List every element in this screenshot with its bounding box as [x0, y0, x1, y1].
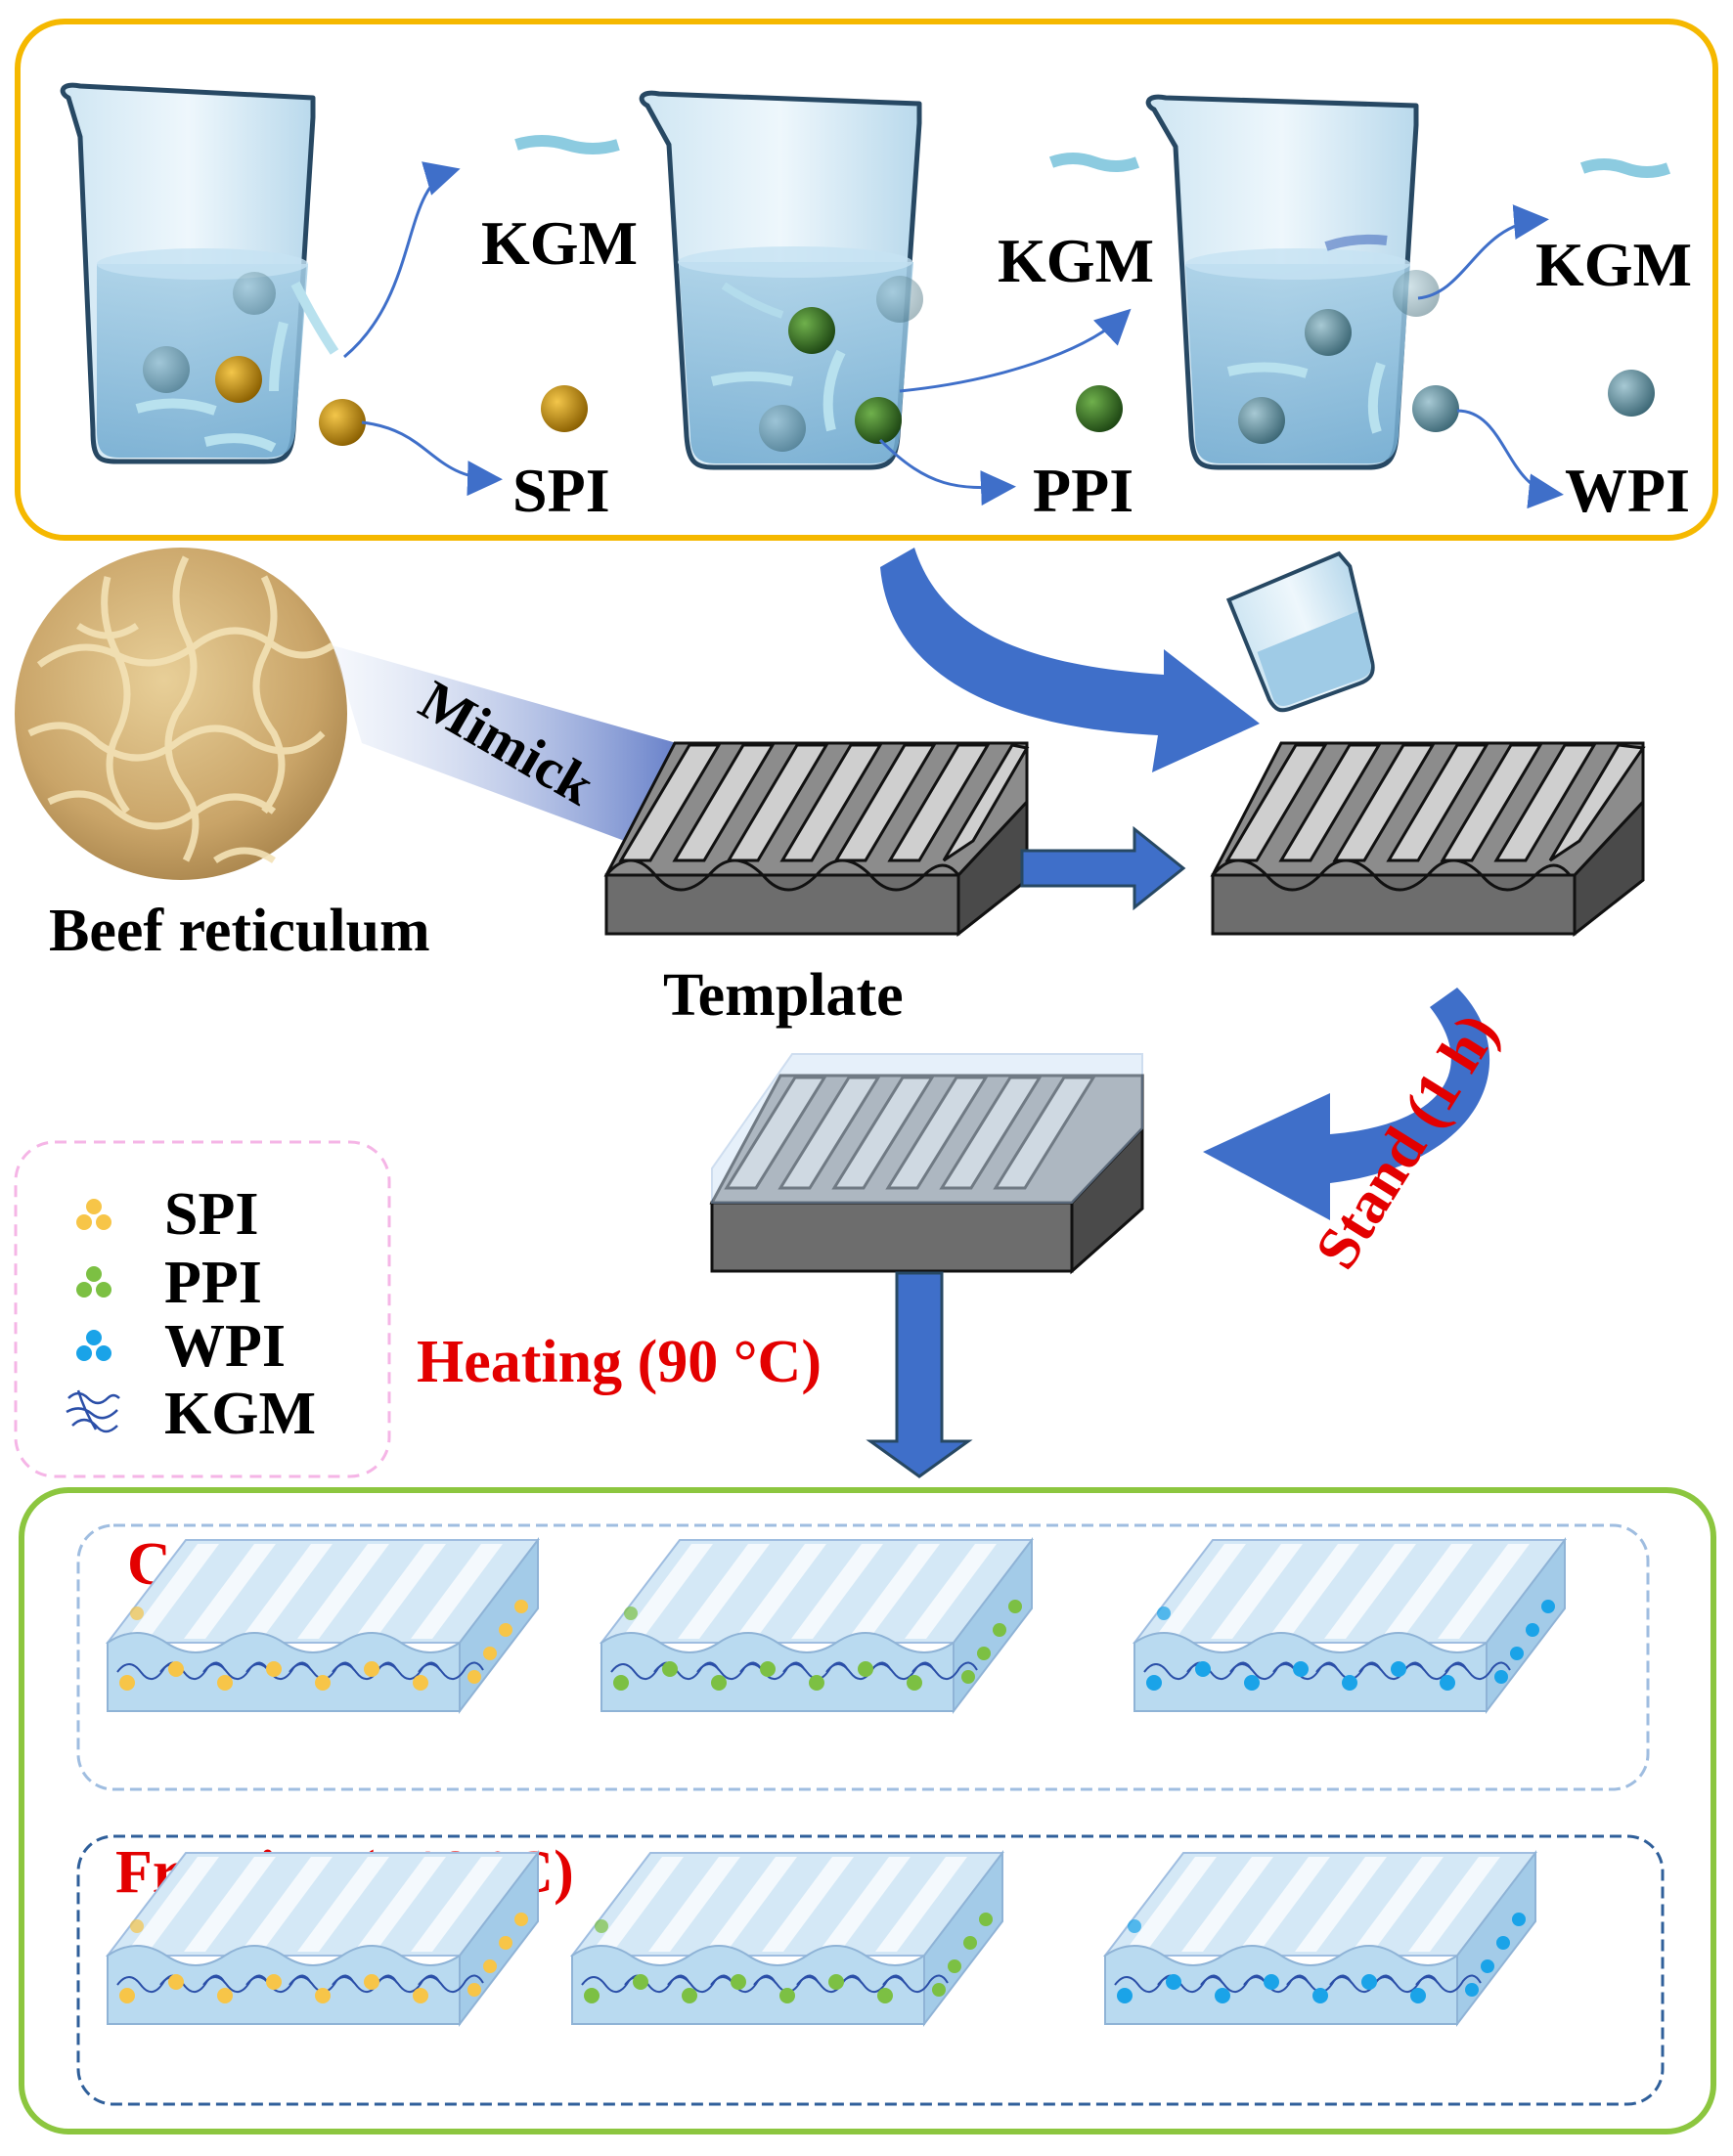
bottom-frame: [19, 1487, 1716, 2134]
wpi-particle-icon: [1608, 370, 1655, 417]
kgm-label-3: KGM: [1535, 230, 1692, 299]
blue-dots-icon: [76, 1330, 111, 1361]
arrow-to-kgm-1: [343, 161, 461, 359]
yellow-dots-icon: [76, 1199, 111, 1230]
legend-ppi-label: PPI: [164, 1250, 262, 1316]
arrow-to-ppi: [878, 438, 1016, 506]
green-dots-icon: [76, 1266, 111, 1298]
legend-kgm-label: KGM: [164, 1381, 316, 1447]
heating-arrow: [866, 1271, 973, 1478]
cooling-box: [76, 1523, 1650, 1791]
kgm-label-1: KGM: [481, 208, 638, 278]
pouring-beaker-icon: [1225, 550, 1375, 713]
beef-reticulum-image: [15, 548, 347, 880]
beaker-spi: [60, 82, 366, 464]
blue-fibers-icon: [66, 1389, 120, 1433]
stand-arrow: [1203, 988, 1490, 1220]
template-label: Template: [663, 962, 904, 1029]
legend: SPI PPI WPI KGM: [14, 1140, 391, 1478]
spi-gel-block-freezing: [105, 1850, 541, 2027]
pour-arrow: [880, 548, 1260, 772]
transfer-arrow: [1020, 825, 1186, 911]
template-block-2: [1210, 741, 1646, 938]
top-frame: [15, 19, 1718, 541]
kgm-fiber-icon-1: [514, 135, 620, 154]
legend-wpi-label: WPI: [164, 1313, 286, 1380]
beaker-wpi: [1145, 94, 1459, 470]
kgm-fiber-icon-3: [1579, 158, 1671, 178]
legend-spi-label: SPI: [164, 1181, 258, 1248]
template-block-with-gel: [709, 1053, 1144, 1275]
ppi-gel-block-cooling: [599, 1537, 1035, 1714]
gel-blocks: [105, 1537, 1568, 2027]
ppi-gel-block-freezing: [569, 1850, 1005, 2027]
spi-particle-icon: [541, 385, 588, 432]
beef-reticulum-label: Beef reticulum: [49, 898, 430, 964]
arrow-to-kgm-2: [899, 308, 1132, 393]
spi-label: SPI: [512, 456, 610, 525]
wpi-label: WPI: [1565, 456, 1690, 525]
template-block-1: [603, 741, 1030, 938]
mimick-cone: [333, 645, 704, 849]
wpi-gel-block-freezing: [1102, 1850, 1538, 2027]
freezing-box: [76, 1834, 1665, 2106]
beaker-ppi: [639, 90, 923, 470]
spi-gel-block-cooling: [105, 1537, 541, 1714]
kgm-fiber-icon-2: [1048, 153, 1140, 172]
wpi-gel-block-cooling: [1132, 1537, 1568, 1714]
arrow-to-wpi: [1456, 409, 1564, 509]
arrow-to-spi: [361, 420, 503, 497]
ppi-particle-icon: [1076, 385, 1123, 432]
ppi-label: PPI: [1033, 456, 1133, 525]
heating-label: Heating (90 °C): [417, 1329, 822, 1395]
kgm-label-2: KGM: [998, 226, 1154, 295]
arrow-to-kgm-3: [1417, 204, 1549, 300]
